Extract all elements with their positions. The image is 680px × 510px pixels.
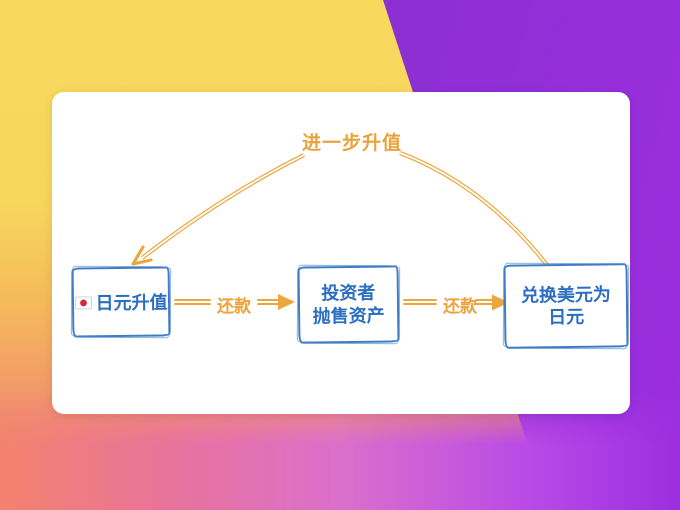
node-exchange-label-line1: 兑换美元为 (520, 283, 611, 306)
cycle-label: 进一步升值 (301, 133, 402, 154)
japan-flag-icon (74, 295, 92, 310)
node-investors-sell-assets: 投资者 抛售资产 (297, 265, 400, 344)
node-exchange-label-line2: 日元 (548, 306, 585, 328)
node-yen-appreciation: 日元升值 (71, 266, 171, 338)
edge-label-repay-1: 还款 (217, 297, 251, 316)
feedback-curve-left (140, 153, 305, 260)
node-investors-label-line1: 投资者 (321, 282, 376, 304)
whiteboard-card: 进一步升值 还款 还款 日元升值 投资者 抛售资产 兑换美元为 日元 (52, 92, 630, 414)
node-investors-label-line2: 抛售资产 (312, 305, 385, 326)
node-exchange-usd-to-jpy: 兑换美元为 日元 (503, 263, 629, 349)
feedback-curve-right (399, 151, 559, 280)
feedback-arrowhead-icon (131, 245, 153, 266)
arrowhead-icon (278, 294, 295, 310)
node-yen-appreciation-label: 日元升值 (95, 292, 168, 314)
edge-label-repay-2: 还款 (443, 297, 477, 316)
